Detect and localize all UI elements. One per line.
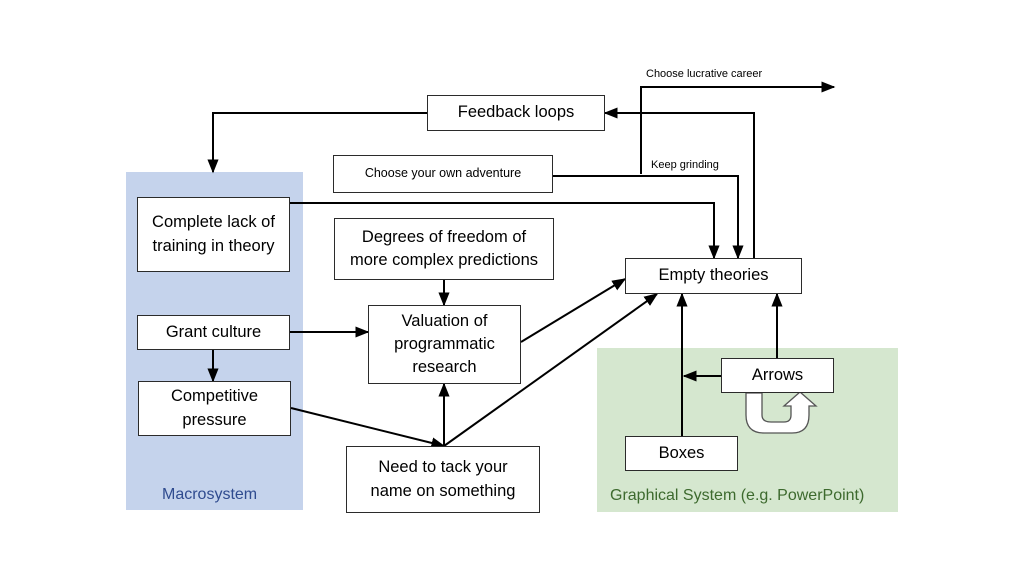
edge-lucrative-career: [640, 81, 836, 174]
node-boxes: Boxes: [625, 436, 738, 471]
node-degrees-of-freedom: Degrees of freedom of more complex predi…: [334, 218, 554, 280]
edge-tack-to-empty: [443, 293, 659, 447]
label-keep-grinding: Keep grinding: [651, 159, 719, 171]
arrows-self-loop: [745, 391, 818, 434]
edge-feedback-to-macrosystem: [207, 112, 427, 174]
label-choose-lucrative-career: Choose lucrative career: [646, 68, 763, 80]
edge-training-to-empty: [290, 202, 720, 260]
node-choose-your-own-adventure: Choose your own adventure: [333, 155, 553, 193]
edge-empty-to-feedback: [603, 107, 755, 258]
macrosystem-label: Macrosystem: [162, 486, 258, 503]
edge-competitive-to-tack: [290, 407, 446, 449]
graphical-system-label: Graphical System (e.g. PowerPoint): [610, 487, 865, 504]
node-competitive-pressure: Competitive pressure: [138, 381, 291, 436]
node-grant-culture: Grant culture: [137, 315, 290, 350]
node-empty-theories: Empty theories: [625, 258, 802, 294]
edge-adventure-to-empty: [553, 175, 744, 260]
node-arrows: Arrows: [721, 358, 834, 393]
node-feedback-loops: Feedback loops: [427, 95, 605, 131]
edge-valuation-to-empty: [520, 278, 627, 343]
node-valuation-programmatic-research: Valuation of programmatic research: [368, 305, 521, 384]
node-need-to-tack-name: Need to tack your name on something: [346, 446, 540, 513]
node-lack-of-training: Complete lack of training in theory: [137, 197, 290, 272]
